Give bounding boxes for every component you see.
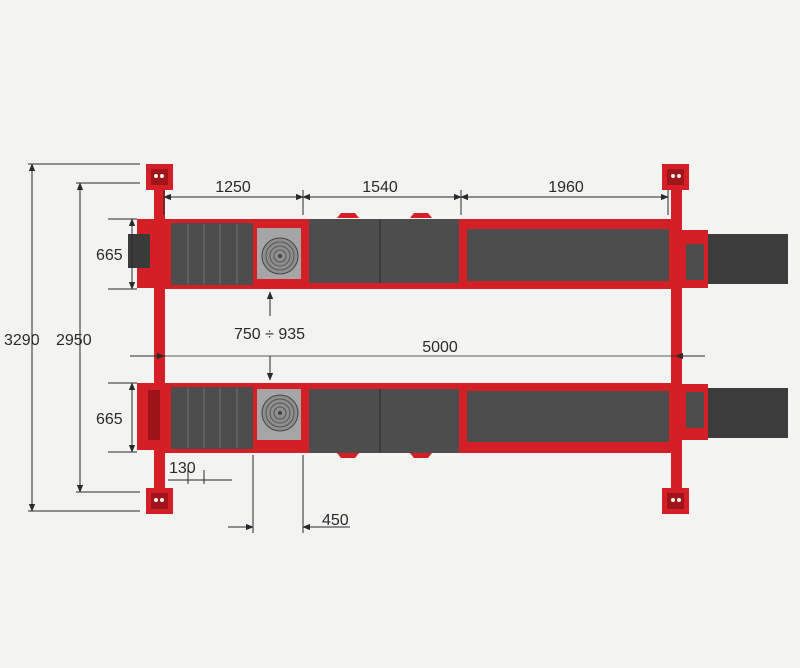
post-top-left	[146, 164, 173, 190]
runway-top-rear-panel	[467, 229, 669, 281]
cross-beam-left	[154, 188, 165, 494]
cross-beam-right	[671, 188, 682, 494]
runway-bottom-middle-panel	[309, 389, 459, 453]
dim-turntable-size: 450	[322, 512, 349, 529]
post-bottom-left	[146, 488, 173, 514]
dim-runway-width-top: 665	[96, 247, 123, 264]
runway-bottom	[137, 383, 788, 458]
dim-plate-spacing: 130	[169, 460, 196, 477]
dim-overall-width: 3290	[4, 332, 40, 349]
dim-runway-width-bottom: 665	[96, 411, 123, 428]
dim-inner-width: 2950	[56, 332, 92, 349]
runway-bottom-approach-plate	[171, 387, 253, 449]
runway-bottom-rear-ramp	[708, 388, 788, 438]
runway-bottom-rear-panel	[467, 391, 669, 442]
dim-length-1: 1250	[215, 179, 251, 196]
post-top-right	[662, 164, 689, 190]
dimension-lines	[28, 163, 705, 533]
runway-top-approach-plate	[171, 223, 253, 285]
dim-runway-length: 5000	[422, 339, 458, 356]
dim-length-2: 1540	[362, 179, 398, 196]
runway-top-middle-panel	[309, 219, 459, 283]
runway-top-rear-ramp	[708, 234, 788, 284]
lift-structure	[128, 164, 788, 514]
dim-length-3: 1960	[548, 179, 584, 196]
dim-track-width: 750 ÷ 935	[234, 326, 305, 343]
post-bottom-right	[662, 488, 689, 514]
dimension-labels: 1250 1540 1960 3290 2950 665 665 750 ÷ 9…	[4, 179, 584, 529]
runway-top	[128, 213, 788, 289]
